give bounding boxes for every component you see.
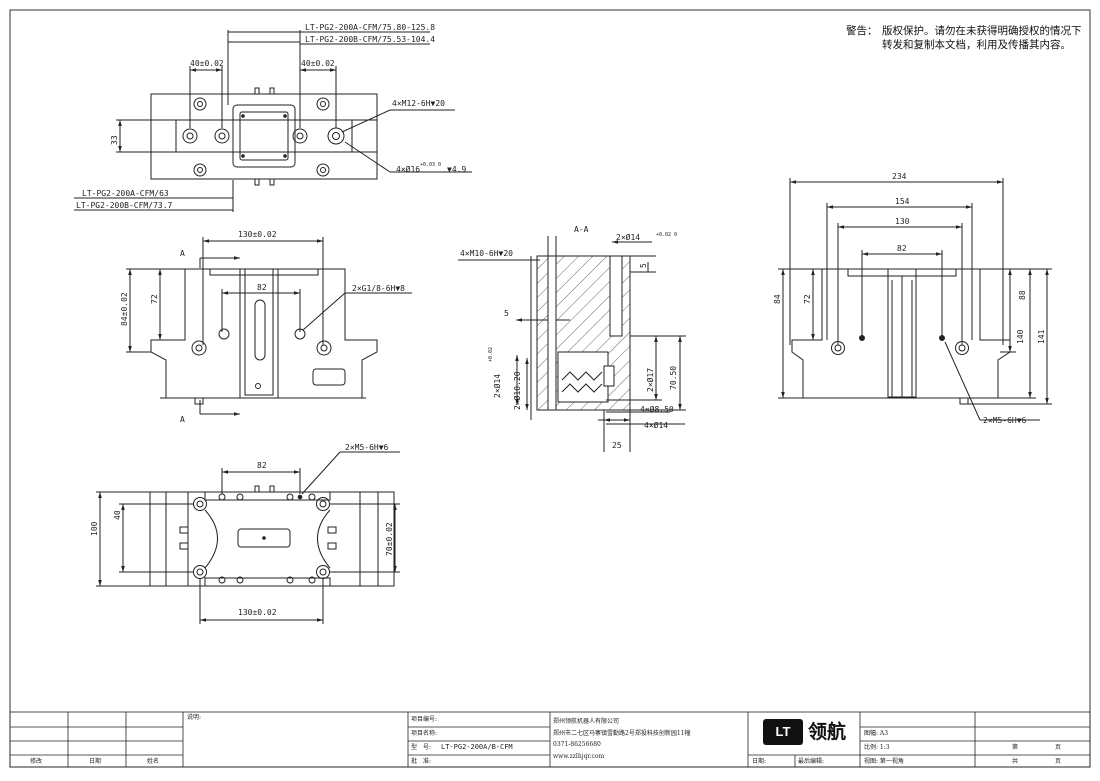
bottom-view [96, 451, 400, 624]
section-dim-7050: 70.50 [669, 366, 678, 390]
date-label: 日期: [752, 758, 767, 765]
section-view [458, 236, 686, 452]
right-dim-141: 141 [1037, 329, 1046, 344]
section-dim-17: 2×Ø17 [645, 368, 655, 392]
section-d14-top: 2×Ø14 [616, 232, 640, 242]
top-hole-16: 4×Ø16 [396, 164, 420, 174]
company-address: 郑州市二七区马寨镇雪勤路2号郑投科技创新园11幢 [553, 730, 691, 737]
front-thread-g18: 2×G1/8-6H▼8 [352, 284, 405, 293]
bottom-dim-70: 70±0.02 [385, 522, 394, 556]
right-dim-82: 82 [897, 244, 907, 253]
section-m10: 4×M10-6H▼20 [460, 249, 513, 258]
front-dim-84: 84±0.02 [120, 292, 129, 326]
top-hole-16-depth: ▼4.9 [447, 165, 466, 174]
model-label: 型 号: [411, 744, 432, 751]
total-unit: 页 [1055, 758, 1062, 765]
drawing-size: 图幅: A3 [864, 730, 889, 737]
section-left-14: 2×Ø14 [492, 374, 502, 398]
section-left-14-tol: +0.02 [488, 347, 494, 362]
view-label: 视图: 第一视角 [864, 758, 904, 765]
company-logo-text: 领航 [808, 721, 847, 743]
header-modify: 修改 [30, 758, 43, 765]
header-name: 姓名 [147, 758, 160, 765]
top-bottom-note-b: LT-PG2-200B-CFM/73.7 [76, 201, 173, 210]
project-no-label: 项目编号: [411, 716, 438, 723]
section-dim-25: 25 [612, 441, 622, 450]
front-dim-130: 130±0.02 [238, 230, 277, 239]
last-edit-label: 最后编辑: [798, 758, 825, 765]
right-dim-88: 88 [1018, 290, 1027, 300]
top-note-b: LT-PG2-200B-CFM/75.53-104.4 [305, 35, 435, 44]
title-block [9, 711, 1091, 768]
section-title: A-A [574, 225, 589, 234]
top-hole-m12: 4×M12-6H▼20 [392, 99, 445, 108]
section-dim-5a: 5 [504, 309, 509, 318]
section-d14b: 4×Ø14 [644, 420, 668, 430]
front-view [126, 237, 412, 416]
warning-line-1: 版权保护。请勿在未获得明确授权的情况下 [882, 25, 1082, 37]
top-view [74, 30, 472, 212]
top-dim-right-40: 40±0.02 [301, 59, 335, 68]
bottom-dim-40: 40 [113, 510, 122, 520]
bottom-dim-100: 100 [90, 521, 99, 536]
front-dim-72: 72 [150, 294, 159, 304]
header-date: 日期 [89, 758, 102, 765]
right-dim-140: 140 [1016, 329, 1025, 344]
right-view [778, 178, 1052, 421]
approve-label: 批 准: [411, 758, 432, 765]
section-d850: 4×Ø8.50 [640, 404, 674, 414]
warning-label: 警告： [846, 25, 878, 37]
top-hole-16-tol: +0.03 0 [420, 162, 441, 168]
warning-line-2: 转发和复制本文档，利用及传播其内容。 [882, 39, 1071, 51]
section-dim-5b: 5 [639, 263, 648, 268]
right-dim-130: 130 [895, 217, 910, 226]
project-name-label: 项目名称: [411, 730, 438, 737]
right-dim-154: 154 [895, 197, 910, 206]
top-note-a: LT-PG2-200A-CFM/75.80-125.8 [305, 23, 435, 32]
right-dim-72: 72 [803, 294, 812, 304]
page-unit: 页 [1055, 744, 1062, 751]
top-bottom-note-a: LT-PG2-200A-CFM/63 [82, 189, 169, 198]
company-phone: 0371-86256680 [553, 741, 601, 748]
total-label: 共 [1012, 758, 1019, 765]
top-dim-left-40: 40±0.02 [190, 59, 224, 68]
bottom-dim-82: 82 [257, 461, 267, 470]
front-section-a-bottom: A [180, 415, 185, 424]
section-left-1020: 2×Ø10.20 [512, 371, 522, 410]
drawing-scale: 比例: 1:3 [864, 744, 890, 751]
company-name: 郑州领航机器人有限公司 [553, 718, 620, 725]
bottom-hole-m5: 2×M5-6H▼6 [345, 443, 389, 452]
section-d14-tol: +0.02 0 [656, 232, 677, 238]
model-value: LT-PG2-200A/B-CFM [441, 743, 513, 751]
top-dim-33: 33 [110, 135, 119, 145]
front-dim-82: 82 [257, 283, 267, 292]
company-web: www.zzlhjqr.com [553, 753, 605, 760]
remark-label: 说明: [187, 714, 202, 721]
company-logo: LT [763, 719, 803, 745]
right-dim-234: 234 [892, 172, 907, 181]
front-section-a-top: A [180, 249, 185, 258]
right-dim-84: 84 [773, 294, 782, 304]
page-label: 第 [1012, 744, 1019, 751]
bottom-dim-130: 130±0.02 [238, 608, 277, 617]
right-hole-m5: 2×M5-6H▼6 [983, 416, 1027, 425]
